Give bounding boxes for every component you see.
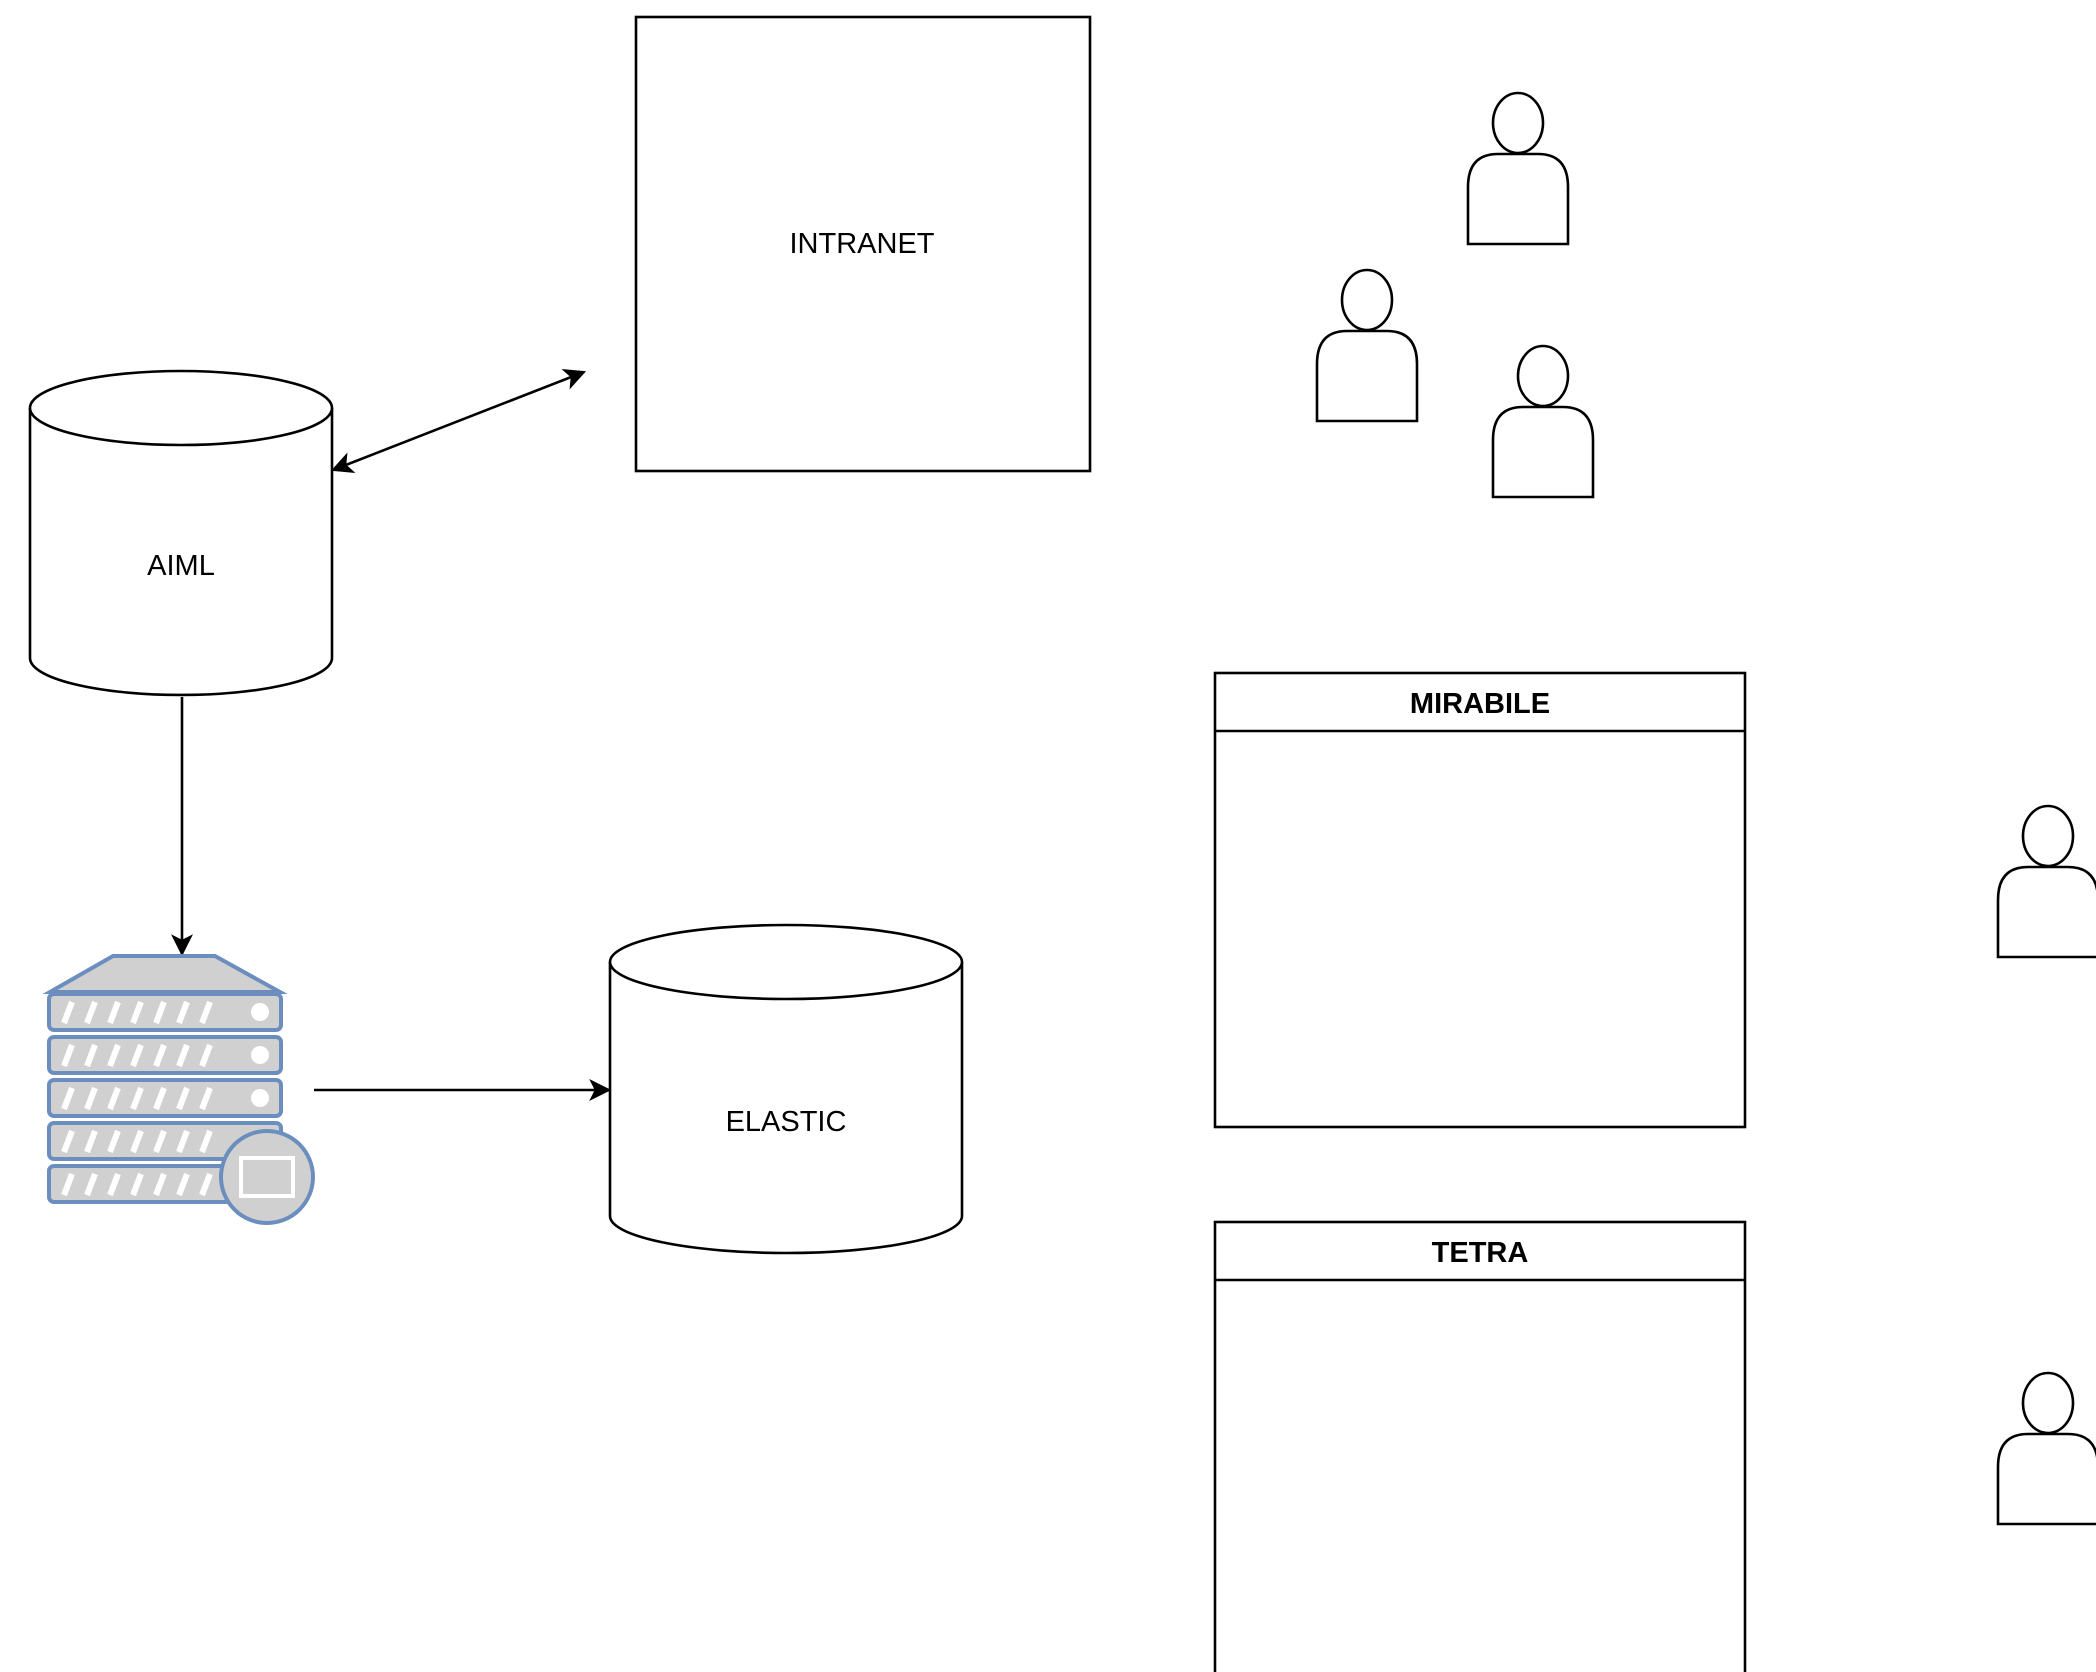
mirabile-container[interactable]: MIRABILE bbox=[1213, 671, 1747, 1129]
mirabile-title: MIRABILE bbox=[1410, 688, 1550, 720]
server-icon[interactable] bbox=[42, 954, 315, 1225]
user-icon[interactable] bbox=[1996, 1371, 2096, 1526]
elastic-node[interactable]: ELASTIC bbox=[608, 923, 964, 1255]
intranet-node[interactable]: INTRANET bbox=[634, 15, 1092, 473]
tetra-container[interactable]: TETRA bbox=[1213, 1220, 1747, 1672]
user-icon[interactable] bbox=[1315, 268, 1419, 423]
aiml-node[interactable]: AIML bbox=[28, 369, 334, 697]
tetra-title: TETRA bbox=[1432, 1237, 1529, 1269]
user-icon[interactable] bbox=[1466, 91, 1570, 246]
elastic-label: ELASTIC bbox=[726, 1106, 847, 1138]
intranet-label: INTRANET bbox=[790, 228, 935, 260]
aiml-label: AIML bbox=[147, 550, 215, 582]
user-icon[interactable] bbox=[1491, 344, 1595, 499]
edge-aiml-intranet[interactable] bbox=[330, 368, 587, 474]
user-icon[interactable] bbox=[1996, 804, 2096, 959]
